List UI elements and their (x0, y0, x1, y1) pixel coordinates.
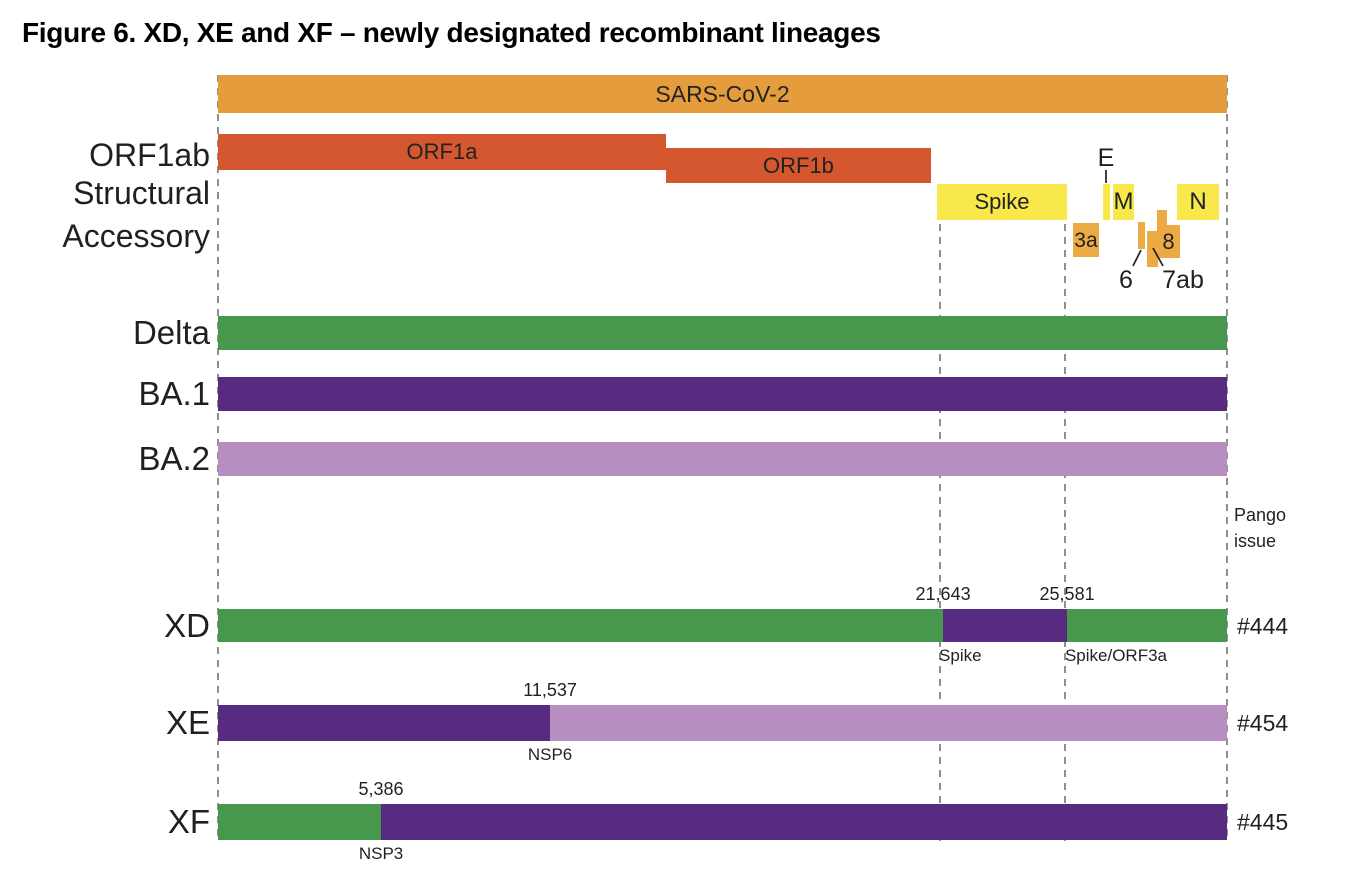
breakpoint-region-xe-0: NSP6 (527, 745, 573, 764)
row-label-xd: XD (164, 606, 210, 644)
axis-label-structural: Structural (73, 175, 210, 211)
breakpoint-region-xf-0: NSP3 (358, 844, 404, 863)
pango-issue-header-line-1: Pango (1234, 505, 1287, 525)
row-label-ba1: BA.1 (138, 375, 210, 412)
gene-callout-orf7ab: 7ab (1162, 266, 1204, 294)
row-xe-segment-0 (218, 705, 551, 741)
row-xe-segment-1 (550, 705, 1227, 741)
breakpoint-position-xe-0: 11,537 (523, 680, 577, 700)
row-ba1-segment-0 (218, 377, 1227, 411)
row-label-delta: Delta (132, 314, 210, 351)
gene-label-orf1b: ORF1b (763, 152, 834, 178)
pango-issue-header-line-2: issue (1234, 531, 1277, 551)
row-delta-segment-0 (218, 316, 1227, 350)
gene-callout-e: E (1097, 144, 1115, 172)
breakpoint-position-xd-1: 25,581 (1039, 584, 1095, 604)
breakpoint-position-xd-0: 21,643 (915, 584, 971, 604)
gene-bar-orf1a: ORF1a (218, 134, 666, 170)
gene-bar-spike: Spike (937, 184, 1068, 220)
gene-label-sars-cov-2: SARS-CoV-2 (655, 80, 790, 107)
gene-bar-m: M (1112, 184, 1134, 220)
gene-label-orf1a: ORF1a (406, 139, 478, 164)
gene-label-n: N (1189, 188, 1207, 215)
breakpoint-position-xf-0: 5,386 (358, 779, 404, 799)
gene-callout-orf6: 6 (1119, 266, 1133, 294)
row-xd-segment-1 (943, 609, 1068, 642)
row-xd-segment-0 (218, 609, 944, 642)
gene-bar-orf1b: ORF1b (665, 148, 931, 183)
row-label-xe: XE (165, 704, 210, 741)
axis-label-accessory: Accessory (62, 218, 210, 254)
gene-label-orf8: 8 (1162, 228, 1175, 254)
row-xf-segment-1 (381, 804, 1227, 840)
gene-bar-n: N (1176, 184, 1220, 220)
dashed-guide-genome-end (1226, 75, 1228, 841)
gene-bar-e (1102, 184, 1110, 220)
figure-title: Figure 6. XD, XE and XF – newly designat… (22, 17, 881, 48)
row-xd-segment-2 (1067, 609, 1227, 642)
row-label-xf: XF (167, 803, 210, 840)
gene-bar-orf3a: 3a (1073, 223, 1099, 257)
gene-label-spike: Spike (974, 189, 1030, 214)
gene-label-orf3a: 3a (1074, 228, 1098, 252)
axis-label-orf1ab: ORF1ab (89, 137, 210, 173)
pango-issue-xd: #444 (1237, 612, 1289, 639)
gene-bar-orf6 (1138, 222, 1145, 249)
gene-bar-orf8: 8 (1156, 225, 1180, 258)
dashed-guide-spike-end (1064, 185, 1066, 841)
leader-line-orf6-leader (1132, 249, 1142, 267)
row-label-ba2: BA.2 (138, 440, 210, 477)
row-xf-segment-0 (218, 804, 382, 840)
dashed-guide-spike-start (939, 185, 941, 841)
gene-label-m: M (1113, 188, 1134, 215)
row-ba2-segment-0 (218, 442, 1227, 476)
pango-issue-xf: #445 (1237, 809, 1289, 835)
gene-bar-sars-cov-2: SARS-CoV-2 (218, 75, 1227, 113)
pango-issue-xe: #454 (1237, 710, 1289, 736)
breakpoint-region-xd-0: Spike (939, 646, 982, 665)
breakpoint-region-xd-1: Spike/ORF3a (1064, 646, 1167, 665)
